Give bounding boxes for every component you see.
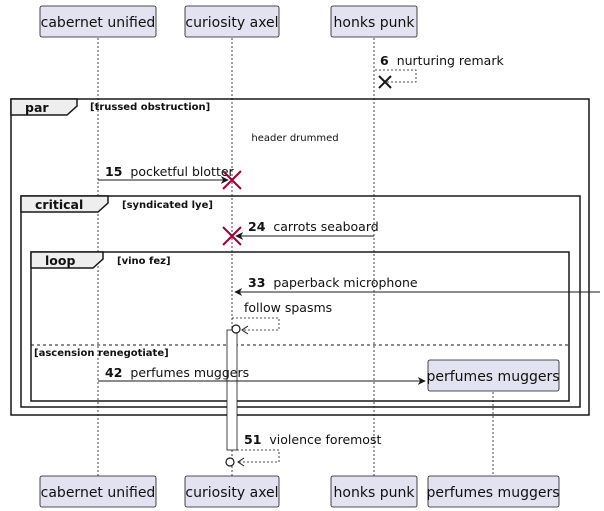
message-text: perfumes muggers <box>130 365 249 380</box>
participant-label: honks punk <box>334 15 416 31</box>
participant-label: curiosity axel <box>185 485 278 501</box>
message-51[interactable]: 51 violence foremost <box>237 432 381 467</box>
participant-label: curiosity axel <box>185 15 278 31</box>
participant-bottom-cabernet-unified[interactable]: cabernet unified <box>39 475 157 508</box>
participant-label: perfumes muggers <box>427 485 560 501</box>
message-15[interactable]: 15 pocketful blotter <box>98 164 235 184</box>
else-condition: [ascension renegotiate] <box>34 348 169 359</box>
participant-label: cabernet unified <box>41 15 156 31</box>
par-keyword: par <box>25 100 49 115</box>
svg-text:51 violence foremost: 51 violence foremost <box>244 432 381 447</box>
critical-keyword: critical <box>35 197 83 212</box>
participant-label: cabernet unified <box>41 485 156 501</box>
message-6[interactable]: 6 nurturing remark <box>375 53 504 88</box>
loop-keyword: loop <box>45 253 75 268</box>
message-24[interactable]: 24 carrots seaboard <box>235 219 379 240</box>
par-condition: [trussed obstruction] <box>90 102 210 113</box>
participant-bottom-honks-punk[interactable]: honks punk <box>330 475 418 508</box>
destroy-icon <box>222 226 242 246</box>
svg-text:6 nurturing remark: 6 nurturing remark <box>380 53 504 68</box>
critical-condition: [syndicated lye] <box>122 200 213 211</box>
participant-bottom-perfumes-muggers[interactable]: perfumes muggers <box>427 475 560 508</box>
participant-top-curiosity-axel[interactable]: curiosity axel <box>184 5 280 38</box>
message-number: 6 <box>380 53 389 68</box>
message-number: 42 <box>105 365 122 380</box>
critical-fragment: critical [syndicated lye] <box>20 195 581 408</box>
participant-created-perfumes-muggers[interactable]: perfumes muggers <box>427 359 560 392</box>
self-message[interactable]: follow spasms <box>232 300 332 335</box>
message-33[interactable]: 33 paperback microphone <box>234 275 600 296</box>
lost-circle-icon <box>225 457 235 467</box>
found-circle-icon <box>231 324 241 334</box>
loop-fragment: loop [vino fez] [ascension renegotiate] <box>30 251 570 402</box>
message-42[interactable]: 42 perfumes muggers <box>98 365 426 385</box>
message-text: pocketful blotter <box>130 164 234 179</box>
message-text: violence foremost <box>269 432 381 447</box>
message-text: carrots seaboard <box>273 219 378 234</box>
message-text: follow spasms <box>244 300 332 315</box>
activation-bar <box>226 329 238 451</box>
svg-text:24 carrots seaboard: 24 carrots seaboard <box>248 219 379 234</box>
participant-top-honks-punk[interactable]: honks punk <box>330 5 418 38</box>
participant-label: perfumes muggers <box>427 369 560 385</box>
loop-condition: [vino fez] <box>117 256 171 267</box>
destroy-icon <box>378 75 392 89</box>
participant-bottom-curiosity-axel[interactable]: curiosity axel <box>184 475 280 508</box>
participant-top-cabernet-unified[interactable]: cabernet unified <box>39 5 157 38</box>
participant-label: honks punk <box>334 485 416 501</box>
par-fragment: par [trussed obstruction] <box>10 98 590 416</box>
message-number: 24 <box>248 219 266 234</box>
svg-text:15 pocketful blotter: 15 pocketful blotter <box>105 164 235 179</box>
message-text: nurturing remark <box>397 53 505 68</box>
message-text: paperback microphone <box>273 275 417 290</box>
destroy-icon <box>222 170 242 190</box>
message-number: 33 <box>248 275 265 290</box>
message-number: 15 <box>105 164 122 179</box>
svg-text:33 paperback microphone: 33 paperback microphone <box>248 275 418 290</box>
svg-text:42 perfumes muggers: 42 perfumes muggers <box>105 365 249 380</box>
message-number: 51 <box>244 432 261 447</box>
divider-label: header drummed <box>251 133 338 144</box>
